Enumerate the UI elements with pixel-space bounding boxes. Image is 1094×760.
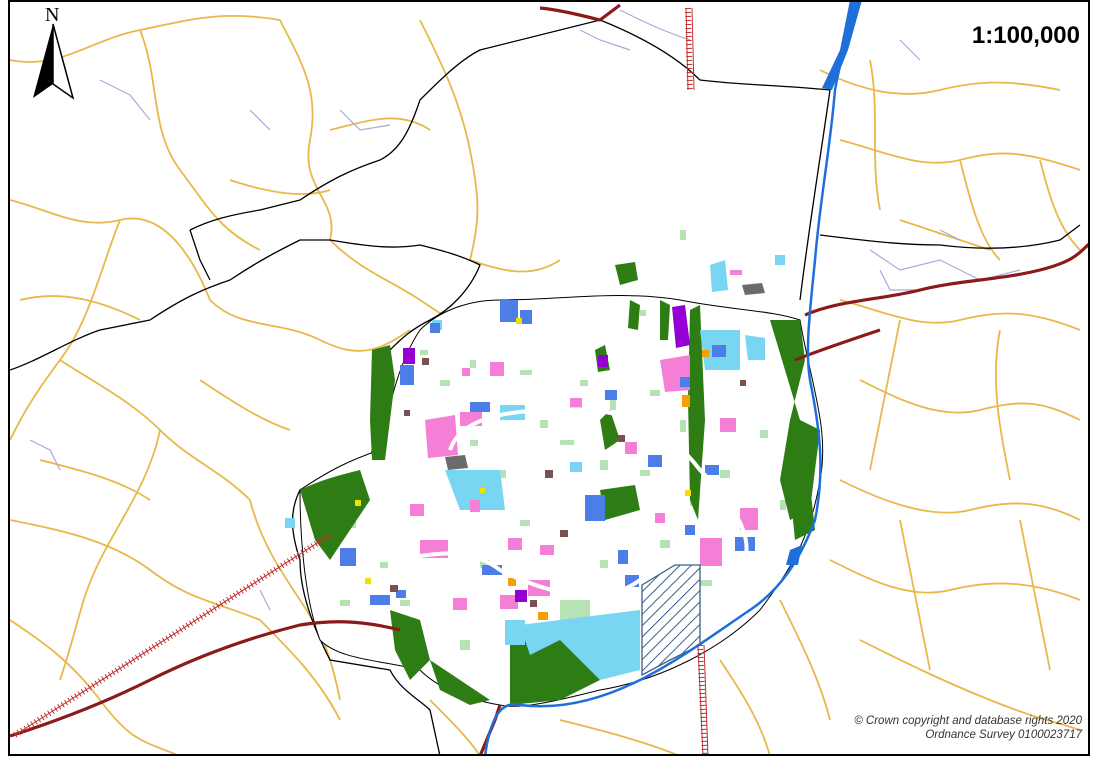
tracks bbox=[29, 9, 1021, 611]
study-area-boundary bbox=[10, 239, 481, 754]
railways bbox=[13, 7, 709, 754]
ring-road bbox=[448, 407, 749, 572]
copyright-line-2: Ordnance Survey 0100023717 bbox=[925, 729, 1082, 741]
copyright-line-1: © Crown copyright and database rights 20… bbox=[854, 715, 1082, 727]
river-south-wide bbox=[786, 545, 802, 565]
yellow-areas bbox=[355, 318, 691, 584]
district-boundary-north bbox=[189, 229, 211, 281]
brown-areas bbox=[390, 358, 746, 607]
north-arrow-icon bbox=[33, 23, 75, 100]
river bbox=[484, 2, 861, 754]
light-blue-areas bbox=[285, 255, 785, 680]
district-boundary-east bbox=[819, 224, 1081, 249]
scale-label: 1:100,000 bbox=[971, 22, 1080, 49]
minor-roads bbox=[10, 15, 1081, 754]
purple-areas bbox=[403, 305, 690, 602]
north-label: N bbox=[45, 4, 60, 26]
copyright-notice: © Crown copyright and database rights 20… bbox=[854, 714, 1082, 742]
orange-areas bbox=[508, 350, 709, 620]
district-boundary bbox=[189, 19, 831, 301]
a-roads bbox=[10, 3, 1088, 754]
light-green-areas bbox=[320, 230, 786, 650]
dark-grey-areas bbox=[445, 283, 765, 470]
river-north-wide bbox=[822, 2, 862, 90]
ring-road-south bbox=[379, 551, 642, 598]
